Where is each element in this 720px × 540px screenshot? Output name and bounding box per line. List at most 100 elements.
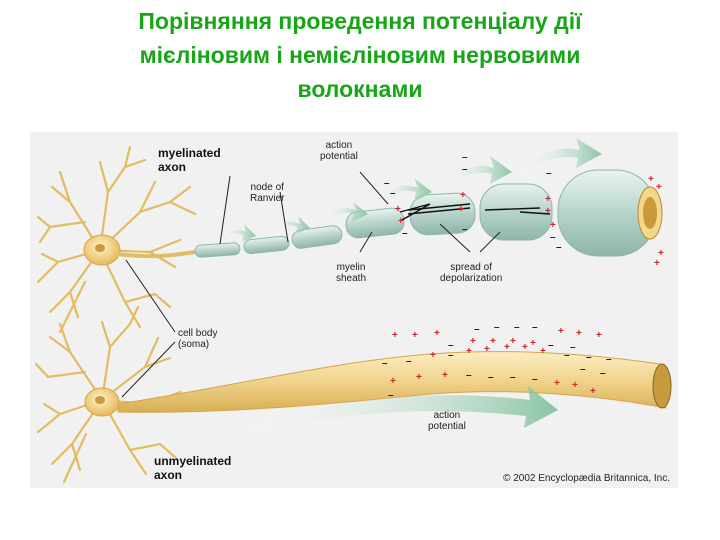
label-cell-body-line1: cell body	[178, 328, 218, 339]
svg-text:+: +	[658, 248, 664, 259]
label-action-potential-bottom: action potential	[428, 410, 466, 432]
slide-title: Порівняння проведення потенціалу дії міє…	[40, 4, 680, 106]
svg-text:+: +	[596, 330, 602, 341]
label-unmyelinated-line2: axon	[154, 468, 183, 482]
label-myelinated-axon: myelinated axon	[158, 146, 221, 174]
action-potential-direction-arrow	[230, 386, 558, 436]
nucleus-bottom	[95, 396, 105, 404]
svg-text:–: –	[488, 372, 494, 383]
svg-text:–: –	[462, 152, 468, 163]
svg-text:–: –	[494, 322, 500, 333]
svg-text:+: +	[554, 378, 560, 389]
svg-text:–: –	[532, 322, 538, 333]
svg-text:–: –	[448, 350, 454, 361]
svg-text:+: +	[412, 330, 418, 341]
svg-text:+: +	[434, 328, 440, 339]
svg-text:+: +	[545, 194, 551, 205]
svg-text:–: –	[402, 228, 408, 239]
svg-text:+: +	[654, 258, 660, 269]
label-unmyelinated-axon: unmyelinated axon	[154, 454, 231, 482]
title-line-2: мієліновим і немієліновим нервовими	[139, 42, 581, 68]
svg-text:–: –	[600, 368, 606, 379]
label-node-line1: node of	[250, 182, 284, 193]
svg-text:+: +	[390, 376, 396, 387]
svg-text:–: –	[462, 164, 468, 175]
unmyelinated-axon	[117, 351, 667, 413]
svg-text:–: –	[466, 370, 472, 381]
svg-text:+: +	[540, 346, 546, 357]
copyright-notice: © 2002 Encyclopædia Britannica, Inc.	[503, 473, 670, 484]
label-cell-body-line2: (soma)	[178, 339, 210, 350]
svg-text:+: +	[395, 204, 401, 215]
svg-text:+: +	[490, 336, 496, 347]
label-myelinated-axon-line1: myelinated	[158, 146, 221, 160]
leader-lines	[121, 171, 501, 398]
label-ap-bottom-line2: potential	[428, 421, 466, 432]
svg-text:+: +	[522, 342, 528, 353]
svg-text:–: –	[474, 324, 480, 335]
label-ap-bottom-line1: action	[433, 410, 461, 421]
myelinated-charges: + + – + + – – – – – + + + – – – + + + +	[384, 152, 664, 269]
axon-conduction-figure: + + – + + – – – – – + + + – – – + + + +	[30, 132, 678, 488]
svg-text:+: +	[558, 326, 564, 337]
svg-text:+: +	[530, 338, 536, 349]
label-cell-body: cell body (soma)	[178, 328, 217, 350]
svg-text:–: –	[532, 374, 538, 385]
svg-text:+: +	[392, 330, 398, 341]
label-node-of-ranvier: node of Ranvier	[250, 182, 284, 204]
label-myelin-line2: sheath	[336, 273, 367, 284]
nucleus	[95, 244, 105, 252]
svg-text:–: –	[510, 372, 516, 383]
svg-text:+: +	[648, 174, 654, 185]
svg-text:–: –	[570, 342, 576, 353]
svg-text:–: –	[390, 188, 396, 199]
svg-text:–: –	[448, 340, 454, 351]
svg-text:+: +	[398, 216, 404, 227]
svg-text:–: –	[384, 178, 390, 189]
svg-text:–: –	[550, 232, 556, 243]
svg-text:–: –	[564, 350, 570, 361]
svg-text:+: +	[466, 346, 472, 357]
svg-text:–: –	[388, 390, 394, 401]
label-spread-line2: depolarization	[440, 273, 503, 284]
svg-text:–: –	[382, 358, 388, 369]
svg-text:+: +	[545, 206, 551, 217]
label-myelin-sheath: myelin sheath	[336, 262, 366, 284]
svg-text:+: +	[550, 220, 556, 231]
label-ap-top-line1: action	[325, 140, 353, 151]
label-myelinated-axon-line2: axon	[158, 160, 187, 174]
svg-text:–: –	[580, 364, 586, 375]
unmyelinated-neuron-dendrites	[34, 305, 182, 484]
svg-text:+: +	[590, 386, 596, 397]
label-unmyelinated-line1: unmyelinated	[154, 454, 232, 468]
svg-text:–: –	[548, 340, 554, 351]
svg-text:–: –	[606, 354, 612, 365]
myelinated-neuron-dendrites	[36, 145, 197, 334]
title-line-3: волокнами	[297, 76, 423, 102]
svg-text:+: +	[576, 328, 582, 339]
label-ap-top-line2: potential	[320, 151, 358, 162]
svg-text:+: +	[510, 336, 516, 347]
svg-text:–: –	[556, 242, 562, 253]
svg-text:+: +	[484, 344, 490, 355]
label-spread-of-depolarization: spread of depolarization	[440, 262, 502, 284]
svg-text:+: +	[442, 370, 448, 381]
saltatory-arrows	[218, 138, 602, 244]
svg-text:+: +	[458, 204, 464, 215]
svg-text:–: –	[514, 322, 520, 333]
svg-text:+: +	[430, 350, 436, 361]
title-line-1: Порівняння проведення потенціалу дії	[138, 8, 582, 34]
label-node-line2: Ranvier	[250, 193, 285, 204]
unmyelinated-charges: +++ –––– +++ ––+– +++++ ––– –++++–– +++ …	[382, 322, 612, 401]
label-myelin-line1: myelin	[336, 262, 366, 273]
depolarization-arrows	[399, 203, 551, 221]
svg-text:–: –	[462, 224, 468, 235]
svg-text:+: +	[460, 190, 466, 201]
svg-text:–: –	[406, 356, 412, 367]
svg-text:+: +	[416, 372, 422, 383]
svg-text:+: +	[572, 380, 578, 391]
label-action-potential-top: action potential	[320, 140, 358, 162]
axon-cross-section	[652, 363, 672, 409]
svg-text:+: +	[504, 342, 510, 353]
svg-text:–: –	[546, 168, 552, 179]
